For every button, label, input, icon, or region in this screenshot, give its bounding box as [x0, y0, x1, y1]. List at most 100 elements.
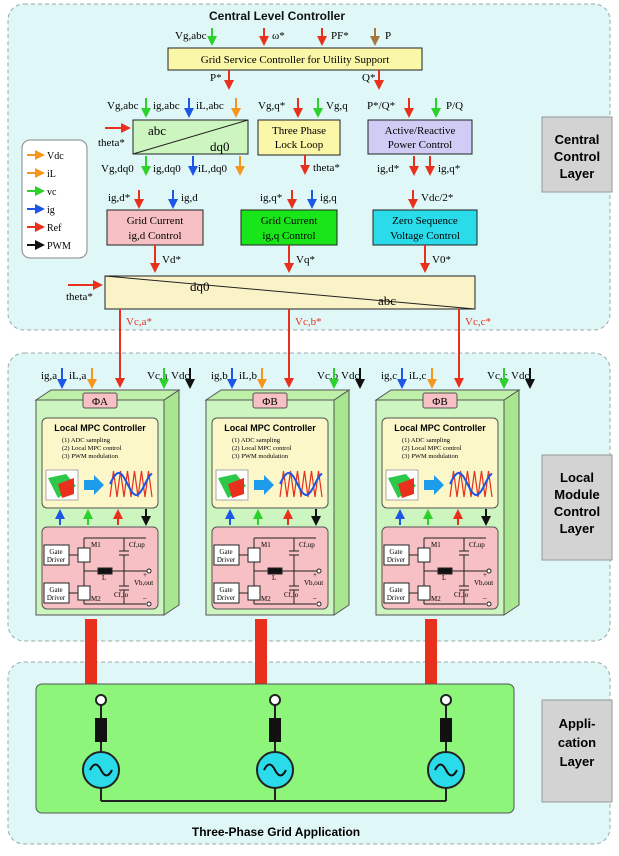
mpc-step: (2) Local MPC control [402, 445, 462, 452]
gate-driver-top-label-2: Driver [47, 556, 66, 564]
label-omega: ω* [272, 30, 285, 42]
power-connection [85, 619, 97, 689]
minus-label: – [312, 594, 317, 602]
plus-label: + [143, 571, 147, 579]
m2-label: M2 [91, 595, 101, 603]
grid-sources [82, 694, 465, 802]
sine-glyph [263, 763, 287, 777]
mpc-step: (1) ADC sampling [232, 437, 281, 444]
gate-driver-bottom-label-2: Driver [47, 594, 66, 602]
reference-sine-wave [279, 471, 323, 497]
legend-vdc: Vdc [47, 151, 64, 162]
label-vcc-out: Vc,c* [465, 316, 491, 328]
gate-driver-bottom-label-1: Gate [219, 586, 232, 594]
label-pq-igd: ig,d* [377, 163, 399, 175]
label-vgdq0: Vg,dq0 [101, 163, 134, 175]
mpc-plot-red [398, 478, 414, 498]
mpc-step: (1) ADC sampling [402, 437, 451, 444]
local-layer-line-1: Local [560, 470, 594, 485]
pll-line-2: Lock Loop [275, 139, 324, 151]
plus-label: + [313, 571, 317, 579]
module-side-face [163, 389, 180, 616]
label-q-star: Q* [362, 72, 375, 84]
gcq-line-1: Grid Current [261, 215, 318, 227]
dq0-abc-dq0-label: dq0 [190, 279, 210, 294]
cf-up-label: Cf,up [299, 541, 315, 549]
mpc-step: (3) PWM modulation [62, 453, 119, 460]
mpc-flow-arrow [84, 475, 104, 495]
legend-pwm: PWM [47, 241, 71, 252]
switch-m1 [247, 547, 261, 563]
terminal-plus [316, 568, 322, 574]
local-layer-line-3: Control [554, 504, 600, 519]
label-vgq-star: Vg,q* [258, 100, 285, 112]
gate-wires [69, 554, 78, 594]
inductor-label: L [102, 574, 106, 582]
vb-out-label: Vb,out [474, 579, 493, 587]
pq-control-box [367, 119, 473, 155]
app-layer-box [541, 699, 613, 803]
label-theta-out: theta* [313, 162, 340, 174]
grid-inductor [95, 718, 107, 742]
mpc-title: Local MPC Controller [54, 423, 146, 433]
dq0-abc-abc-label: abc [378, 293, 396, 308]
module-input-label: ig,b [211, 370, 228, 382]
phase-label: ΦA [92, 396, 108, 408]
switch-m1 [77, 547, 91, 563]
terminal-plus [486, 568, 492, 574]
module-input-label: Vc,b [317, 370, 339, 382]
grid-phase-source-2 [256, 694, 294, 801]
mpc-flow-arrow [254, 475, 274, 495]
half-bridge-circuit [239, 537, 322, 607]
cf-lo-label: Cf,lo [454, 591, 469, 599]
m2-label: M2 [261, 595, 271, 603]
power-connection [255, 619, 267, 689]
label-v0: V0* [432, 254, 451, 266]
gate-driver-top-label-1: Gate [389, 548, 402, 556]
local-layer-line-2: Module [554, 487, 600, 502]
mpc-plot-red [228, 478, 244, 498]
local-layer-box [541, 454, 613, 561]
mpc-step: (3) PWM modulation [232, 453, 289, 460]
sine-glyph [89, 763, 113, 777]
label-vq: Vq* [296, 254, 315, 266]
label-p-star: P* [210, 72, 222, 84]
app-layer-line-2: cation [558, 735, 596, 750]
mpc-plot-red [58, 478, 74, 498]
label-vcb-out: Vc,b* [295, 316, 322, 328]
inductor-label: L [442, 574, 446, 582]
terminal-plus [146, 568, 152, 574]
label-vd: Vd* [162, 254, 181, 266]
m1-label: M1 [91, 541, 101, 549]
capacitor-up [459, 538, 469, 571]
module-input-label: Vdc [511, 370, 529, 382]
label-vdc-half: Vdc/2* [421, 192, 453, 204]
grid-current-d-box [106, 209, 204, 246]
label-gcd-igd-star: ig,d* [108, 192, 130, 204]
module-input-label: iL,b [239, 370, 258, 382]
phase-label: ΦB [262, 396, 277, 408]
label-pf: PF* [331, 30, 349, 42]
switch-m2 [77, 585, 91, 601]
mpc-step: (1) ADC sampling [62, 437, 111, 444]
inductor-label: L [272, 574, 276, 582]
phase-badge [422, 392, 458, 409]
grid-application-title: Three-Phase Grid Application [192, 825, 360, 839]
sine-glyph [434, 763, 458, 777]
plus-label: + [483, 571, 487, 579]
minus-label: – [482, 594, 487, 602]
capacitor-up [289, 538, 299, 571]
label-gcd-igd: ig,d [181, 192, 198, 204]
pwm-carrier-wave [449, 470, 493, 498]
mpc-step: (2) Local MPC control [62, 445, 122, 452]
reference-sine-wave [449, 471, 493, 497]
module-input-label: Vdc [341, 370, 359, 382]
capacitor-lo [289, 571, 299, 604]
grid-terminal [269, 694, 281, 706]
pq-line-1: Active/Reactive [385, 125, 456, 137]
zs-line-1: Zero Sequence [392, 215, 458, 227]
central-layer-line-2: Control [554, 149, 600, 164]
grid-phase-source-1 [82, 694, 120, 801]
